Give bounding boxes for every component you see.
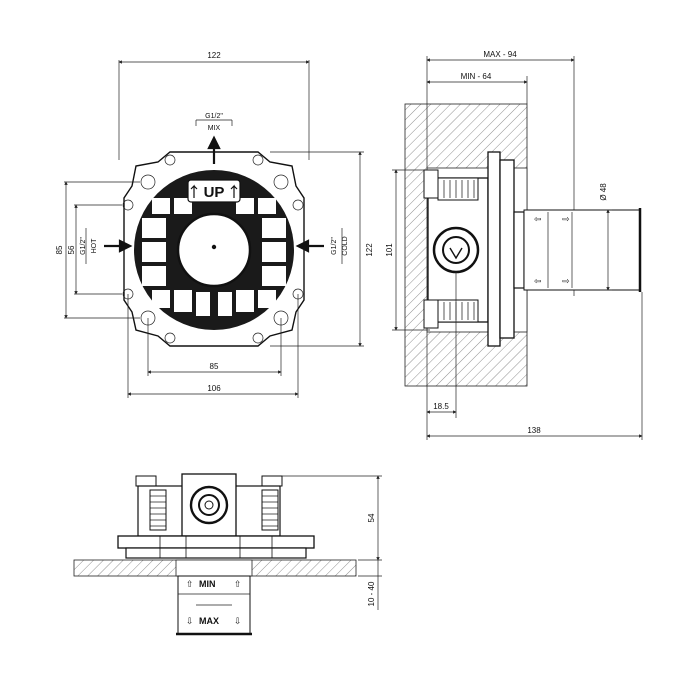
- hot-label-line2: HOT: [91, 238, 98, 254]
- dim-offset: 18.5: [426, 272, 457, 418]
- dim-left-outer-label: 85: [55, 245, 64, 254]
- side-view: MAX - 94 MIN - 64: [385, 50, 643, 440]
- dim-diameter-label: Ø 48: [599, 183, 608, 201]
- dim-bottom-height-label: 54: [367, 513, 376, 522]
- dim-top-width-label: 122: [207, 51, 221, 60]
- valve-body-grid: UP: [134, 170, 294, 330]
- dim-total: 138: [426, 292, 643, 440]
- arrow-right-icon: ⇨: [562, 215, 570, 225]
- dim-offset-label: 18.5: [433, 402, 449, 411]
- arrow-down-icon: ⇩: [186, 617, 194, 627]
- dim-bottom-outer-label: 106: [207, 384, 221, 393]
- up-arrow-icon: [230, 184, 238, 198]
- dim-left-inner-label: 56: [67, 245, 76, 254]
- dim-bottom-inner-label: 85: [210, 362, 219, 371]
- cold-inlet: G1/2" COLD: [295, 228, 349, 264]
- front-view: 122: [55, 51, 374, 398]
- dim-diameter: Ø 48: [599, 183, 612, 291]
- dim-max-label: MAX - 94: [483, 50, 517, 59]
- dim-bottom-outer: 106: [127, 294, 299, 398]
- arrow-up-icon: [207, 135, 221, 164]
- up-label: UP: [204, 184, 225, 201]
- hot-label-line1: G1/2": [80, 237, 87, 255]
- valve-body-bottom: [117, 473, 315, 559]
- up-arrow-icon: [190, 184, 198, 198]
- dim-height-label: 101: [385, 243, 394, 257]
- dim-bottom-depth: 10 - 40: [358, 560, 382, 610]
- extension-sleeve-bottom: ⇧ MIN ⇧ ⇩ MAX ⇩: [176, 575, 252, 636]
- arrow-up-icon: ⇧: [234, 580, 242, 590]
- dim-right-height: 122: [270, 151, 374, 347]
- bottom-view: ⇧ MIN ⇧ ⇩ MAX ⇩ 54 10 - 40: [73, 473, 382, 636]
- dim-top-width: 122: [118, 51, 310, 160]
- arrow-left-icon: [295, 239, 324, 253]
- arrow-left-icon: ⇦: [534, 277, 542, 287]
- valve-body-side: [423, 151, 525, 347]
- dim-height: 101: [385, 169, 430, 331]
- arrow-right-icon: [104, 239, 133, 253]
- dim-left-inner: 56: [67, 204, 122, 295]
- mix-label-line1: G1/2": [205, 113, 223, 120]
- mix-label-line2: MIX: [208, 125, 221, 132]
- dim-min-label: MIN - 64: [461, 72, 492, 81]
- hot-inlet: G1/2" HOT: [80, 228, 133, 264]
- dim-total-label: 138: [527, 426, 541, 435]
- dim-min: MIN - 64: [426, 72, 528, 104]
- arrow-left-icon: ⇦: [534, 215, 542, 225]
- cold-label-line2: COLD: [342, 236, 349, 255]
- min-label: MIN: [199, 579, 216, 589]
- dim-bottom-inner: 85: [147, 318, 282, 376]
- dim-right-height-label: 122: [365, 243, 374, 257]
- arrow-right-icon: ⇨: [562, 277, 570, 287]
- cold-label-line1: G1/2": [331, 237, 338, 255]
- max-label: MAX: [199, 616, 219, 626]
- arrow-up-icon: ⇧: [186, 580, 194, 590]
- dim-bottom-depth-label: 10 - 40: [367, 581, 376, 606]
- extension-sleeve: ⇦ ⇨ ⇦ ⇨: [523, 208, 642, 292]
- arrow-down-icon: ⇩: [234, 617, 242, 627]
- dim-left-outer: 85: [55, 181, 140, 319]
- mix-outlet: G1/2" MIX: [195, 113, 233, 164]
